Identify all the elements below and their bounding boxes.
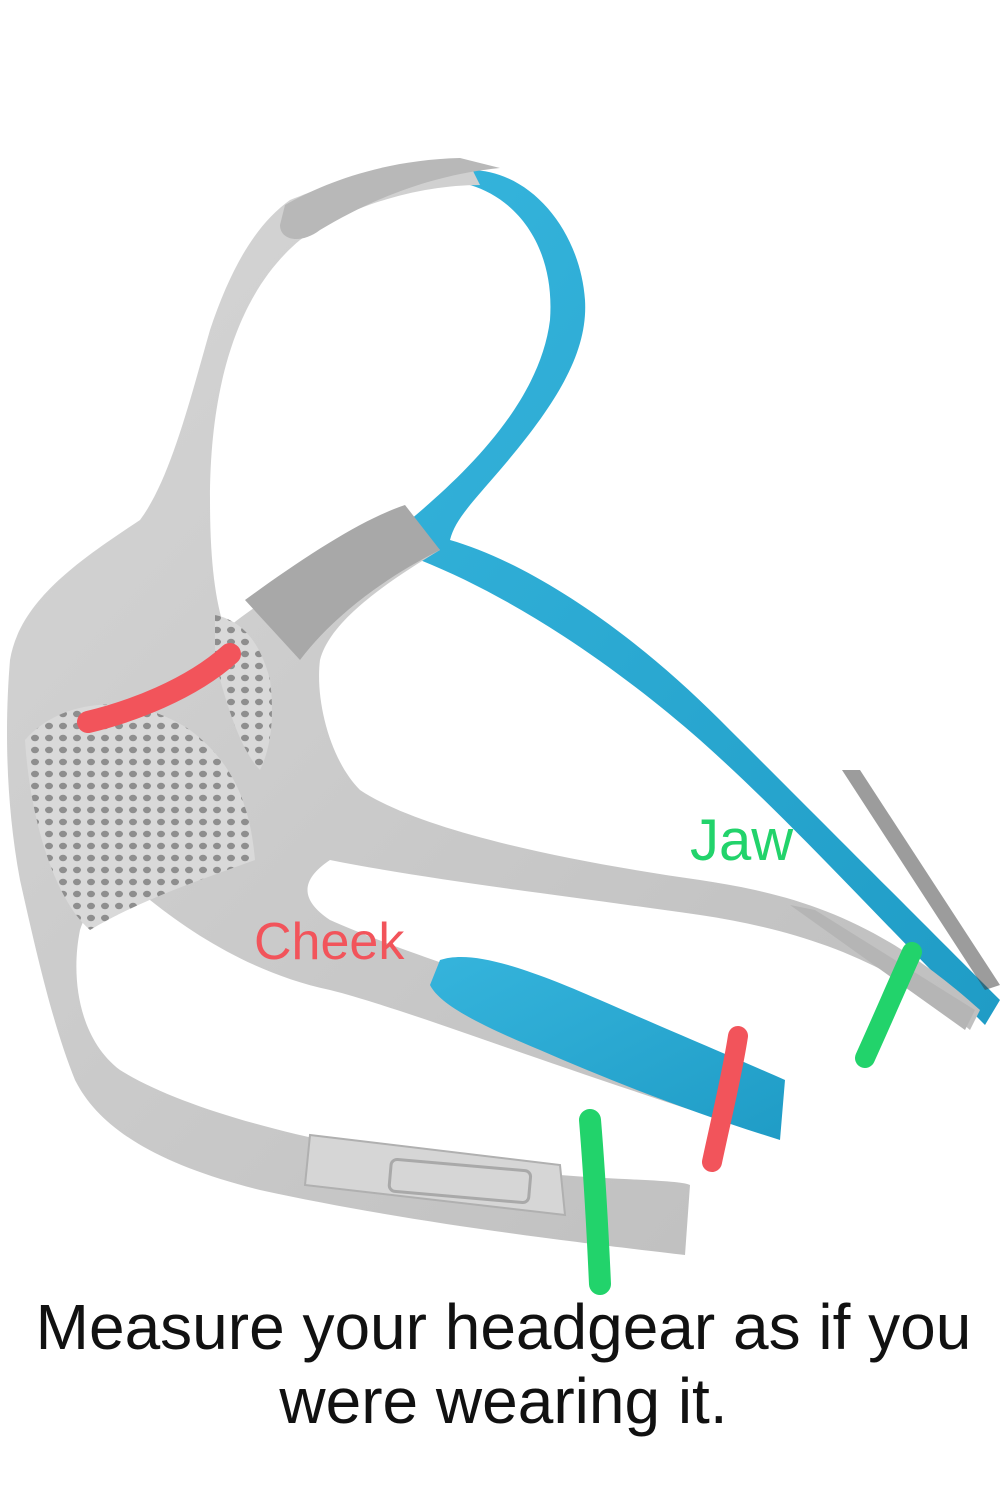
jaw-marker-lower	[579, 1109, 611, 1295]
jaw-strap-tab	[842, 770, 1000, 990]
crown-adjuster	[280, 158, 500, 240]
side-arm	[245, 505, 440, 660]
measurement-caption: Measure your headgear as if you were wea…	[0, 1290, 1007, 1438]
lower-strap-tab	[303, 1133, 567, 1217]
jaw-strap-end	[790, 905, 975, 1030]
cheek-marker-lower	[702, 1026, 748, 1172]
gray-back-strap	[7, 164, 980, 1256]
mesh-panel-lower	[25, 704, 255, 930]
cheek-marker-upper	[77, 643, 241, 733]
lower-strap-slot	[387, 1157, 533, 1205]
caption-line-2: were wearing it.	[279, 1365, 728, 1437]
jaw-label: Jaw	[690, 808, 794, 873]
caption-line-1: Measure your headgear as if you	[35, 1291, 972, 1363]
cheek-label: Cheek	[254, 913, 405, 971]
jaw-marker-upper	[855, 942, 922, 1068]
blue-crown-strap	[410, 170, 1000, 1025]
blue-cheek-pad	[430, 956, 785, 1140]
